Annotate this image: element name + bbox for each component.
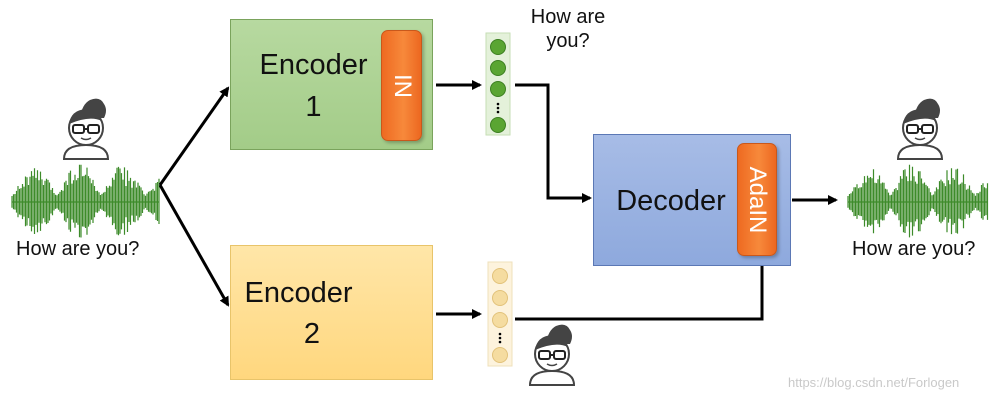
content-code-dot: [490, 117, 506, 133]
connector-arrows: [158, 80, 838, 321]
ellipsis-dot: [498, 336, 502, 340]
speaker-code-vector: [487, 261, 513, 367]
content-code-dot: [490, 60, 506, 76]
arrow-to-encoder2-icon: [158, 184, 230, 307]
ellipsis-dot: [498, 332, 502, 336]
source-caption: How are you?: [16, 238, 140, 260]
encoder-1-title: Encoder: [259, 49, 368, 81]
waveform-trace: [847, 164, 989, 238]
arrow-speaker-to-adain-icon: [515, 253, 767, 321]
arrow-content-to-decoder-icon: [515, 83, 592, 203]
source-waveform-icon: [11, 164, 160, 238]
speaker-code-dot: [492, 347, 508, 363]
decoder-title: Decoder: [616, 185, 726, 217]
encoder-1-in-block: IN: [381, 30, 422, 141]
output-speaker-face-icon: [896, 98, 944, 160]
source-speaker-face-icon: [62, 98, 110, 160]
decoder-adain-label: AdaIN: [744, 166, 771, 233]
content-code-dot: [490, 39, 506, 55]
encoder-1-number: 1: [305, 91, 322, 123]
ellipsis-dot: [498, 340, 502, 344]
output-waveform-icon: [847, 164, 989, 238]
watermark: https://blog.csdn.net/Forlogen: [788, 375, 960, 390]
ellipsis-dot: [496, 106, 500, 110]
waveform-trace: [11, 164, 160, 238]
arrow-to-encoder1-icon: [158, 86, 230, 186]
encoder-2-number: 2: [303, 318, 321, 350]
output-caption: How are you?: [852, 238, 976, 260]
ellipsis-dot: [496, 102, 500, 106]
content-code-dot: [490, 81, 506, 97]
speaker-code-dot: [492, 268, 508, 284]
content-caption-text: How are you?: [530, 6, 606, 52]
decoder-adain-block: AdaIN: [737, 143, 777, 256]
encoder-1-block: Encoder 1 IN: [230, 19, 433, 150]
target-speaker-face-icon: [528, 324, 576, 386]
speaker-code-dot: [492, 290, 508, 306]
content-caption: How are you?: [522, 5, 614, 53]
speaker-code-dot: [492, 312, 508, 328]
decoder-block: Decoder AdaIN: [593, 134, 791, 266]
encoder-1-in-label: IN: [388, 73, 416, 98]
content-code-vector: [485, 32, 511, 136]
ellipsis-dot: [496, 110, 500, 114]
encoder-2-block: Encoder 2: [230, 245, 433, 380]
encoder-2-title: Encoder: [244, 277, 353, 309]
